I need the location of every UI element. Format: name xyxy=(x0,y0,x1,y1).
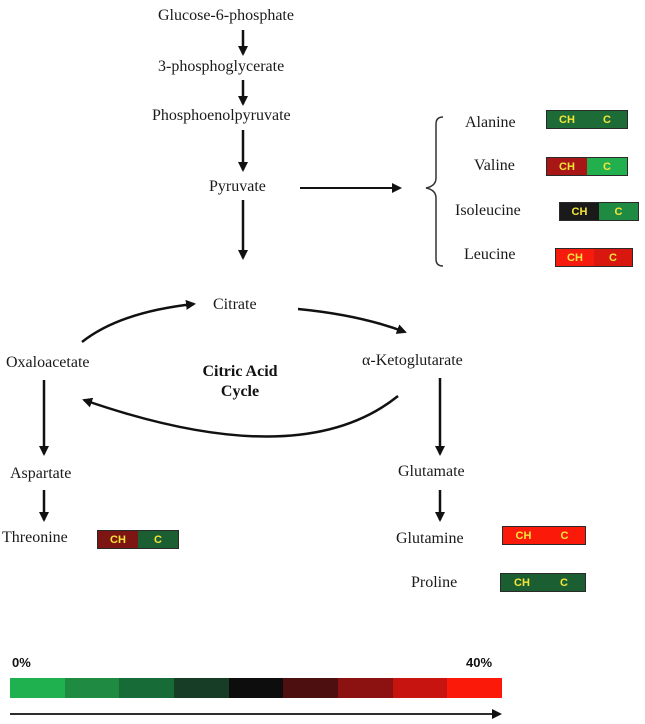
metabolite-pyruvate: Pyruvate xyxy=(209,178,266,195)
metabolite-phosphoenolpyruvate: Phosphoenolpyruvate xyxy=(152,107,291,124)
amino-acid-aspartate: Aspartate xyxy=(10,465,72,482)
heatmap-proline: CH C xyxy=(500,573,586,592)
heatmap-isoleucine-c: C xyxy=(599,203,638,220)
scale-segment xyxy=(174,678,229,698)
metabolite-oxaloacetate: Oxaloacetate xyxy=(6,354,90,371)
heatmap-valine: CH C xyxy=(546,157,628,176)
amino-acid-isoleucine: Isoleucine xyxy=(455,202,521,219)
scale-segment xyxy=(119,678,175,698)
heatmap-valine-ch: CH xyxy=(547,158,587,175)
metabolite-glucose-6-phosphate: Glucose-6-phosphate xyxy=(158,7,294,24)
scale-segment xyxy=(338,678,393,698)
arrow-citrate-to-akg xyxy=(297,307,407,334)
metabolite-3-phosphoglycerate: 3-phosphoglycerate xyxy=(158,58,285,75)
amino-acid-glutamine: Glutamine xyxy=(396,530,464,547)
heatmap-threonine-ch: CH xyxy=(98,531,138,548)
amino-acid-leucine: Leucine xyxy=(464,246,516,263)
scale-min-label: 0% xyxy=(12,655,31,670)
amino-acid-alanine: Alanine xyxy=(465,114,516,131)
heatmap-glutamine: CH C xyxy=(502,526,586,545)
cycle-title-line1: Citric Acid xyxy=(202,363,278,380)
amino-acid-proline: Proline xyxy=(411,574,458,591)
amino-acid-valine: Valine xyxy=(474,157,515,174)
heatmap-isoleucine-ch: CH xyxy=(560,203,599,220)
scale-segment xyxy=(228,678,284,698)
heatmap-valine-c: C xyxy=(587,158,627,175)
heatmap-proline-ch: CH xyxy=(501,574,543,591)
scale-segment xyxy=(64,678,120,698)
scale-segment xyxy=(447,678,503,698)
scale-segment xyxy=(392,678,448,698)
heatmap-proline-c: C xyxy=(543,574,585,591)
metabolite-citrate: Citrate xyxy=(213,296,257,313)
amino-acid-glutamate: Glutamate xyxy=(398,463,465,480)
heatmap-alanine: CH C xyxy=(546,110,628,129)
heatmap-leucine: CH C xyxy=(555,248,633,267)
heatmap-isoleucine: CH C xyxy=(559,202,639,221)
amino-acid-threonine: Threonine xyxy=(2,529,68,546)
color-scale-bar xyxy=(10,678,503,698)
arrow-oaa-to-citrate xyxy=(81,299,196,343)
metabolite-alpha-ketoglutarate: α-Ketoglutarate xyxy=(362,352,463,369)
scale-max-label: 40% xyxy=(466,655,493,670)
scale-segment xyxy=(283,678,339,698)
heatmap-alanine-c: C xyxy=(587,111,627,128)
arrow-akg-to-oaa xyxy=(82,395,399,438)
scale-segment xyxy=(10,678,65,698)
heatmap-threonine: CH C xyxy=(97,530,179,549)
heatmap-glutamine-ch: CH xyxy=(503,527,544,544)
heatmap-glutamine-c: C xyxy=(544,527,585,544)
bracket xyxy=(425,116,444,267)
heatmap-alanine-ch: CH xyxy=(547,111,587,128)
heatmap-leucine-c: C xyxy=(594,249,632,266)
heatmap-threonine-c: C xyxy=(138,531,178,548)
cycle-title: Citric Acid Cycle xyxy=(180,362,300,402)
heatmap-leucine-ch: CH xyxy=(556,249,594,266)
cycle-title-line2: Cycle xyxy=(220,383,260,400)
